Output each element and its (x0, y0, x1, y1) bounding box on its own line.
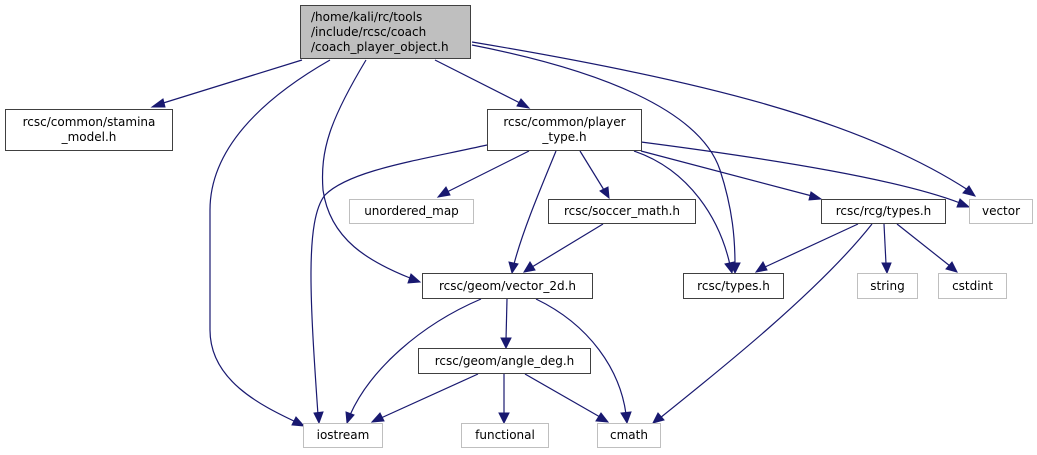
edge-rcg_types-cstdint (896, 223, 951, 267)
edge-rcg_types-string (883, 223, 887, 265)
edge-rcg_types-types_h (764, 223, 859, 268)
node-unordered-map[interactable]: unordered_map (349, 199, 474, 224)
arrowhead (407, 273, 422, 284)
arrowhead (962, 185, 977, 197)
arrowhead (620, 411, 632, 425)
arrowhead (599, 186, 610, 200)
edge-vector_2d-cmath (535, 298, 627, 415)
arrowhead (724, 261, 735, 275)
node-soccer-math[interactable]: rcsc/soccer_math.h (548, 199, 696, 224)
edge-root-player_type (434, 59, 521, 104)
node-player-type[interactable]: rcsc/common/player _type.h (487, 109, 642, 151)
arrowhead (956, 198, 971, 208)
arrowhead (516, 98, 531, 109)
node-stamina-model[interactable]: rcsc/common/stamina _model.h (5, 109, 173, 151)
edge-angle_deg-cmath (524, 373, 601, 418)
edge-player_type-rcg_types (640, 150, 813, 197)
edge-root-iostream (209, 59, 331, 423)
arrowhead (881, 262, 892, 275)
arrowhead (808, 191, 823, 201)
arrowhead (498, 412, 510, 425)
node-iostream[interactable]: iostream (303, 423, 383, 448)
edge-player_type-vector_2d (513, 150, 557, 265)
node-functional[interactable]: functional (461, 423, 549, 448)
edge-root-stamina (159, 59, 303, 105)
edge-player_type-unordered_map (446, 150, 530, 193)
node-angle-deg[interactable]: rcsc/geom/angle_deg.h (418, 348, 591, 374)
edge-soccer_math-vector_2d (531, 223, 604, 268)
arrowhead (945, 261, 958, 273)
arrowhead (523, 261, 536, 273)
node-root[interactable]: /home/kali/rc/tools /include/rcsc/coach … (300, 5, 471, 59)
arrowhead (508, 261, 519, 275)
edge-vector_2d-angle_deg (505, 298, 508, 341)
edge-player_type-vector (640, 141, 961, 204)
edge-root-types_h (471, 44, 736, 266)
arrowhead (291, 416, 306, 427)
node-cmath[interactable]: cmath (597, 423, 661, 448)
arrowhead (754, 261, 768, 273)
node-cstdint[interactable]: cstdint (938, 273, 1007, 299)
arrowhead (595, 412, 610, 423)
arrowhead (652, 412, 665, 424)
node-vector[interactable]: vector (969, 199, 1033, 224)
edge-rcg_types-cmath (659, 223, 873, 419)
edge-player_type-iostream (310, 144, 488, 416)
edge-vector_2d-iostream (349, 298, 482, 416)
arrowhead (150, 98, 166, 108)
edge-angle_deg-iostream (380, 373, 479, 419)
node-types-h[interactable]: rcsc/types.h (683, 273, 784, 299)
node-vector-2d[interactable]: rcsc/geom/vector_2d.h (422, 273, 593, 299)
edge-player_type-types_h (633, 150, 731, 266)
arrowhead (345, 411, 355, 425)
node-rcg-types[interactable]: rcsc/rcg/types.h (821, 199, 946, 224)
arrowhead (500, 337, 512, 350)
edge-root-vector (471, 41, 969, 191)
arrowhead (370, 412, 385, 423)
edge-root-vector_2d (321, 59, 411, 279)
edge-player_type-soccer_math (579, 150, 605, 191)
arrowhead (313, 411, 324, 425)
arrowhead (436, 186, 451, 198)
node-string[interactable]: string (857, 273, 918, 299)
